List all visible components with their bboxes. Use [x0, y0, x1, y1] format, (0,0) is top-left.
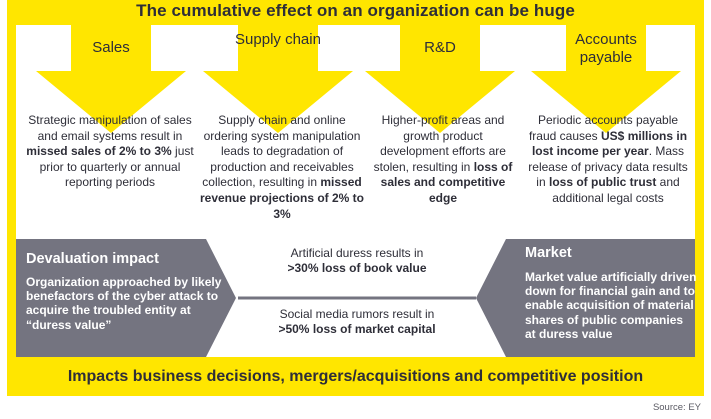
book-value-plain: Artificial duress results in [290, 246, 424, 260]
book-value-bold: >30% loss of book value [287, 261, 427, 275]
column-text-accounts-payable: Periodic accounts payable fraud causes U… [524, 113, 692, 207]
column-heading-accounts-payable: Accounts payable [575, 31, 637, 66]
body-text: . Mass release of privacy data results i… [528, 144, 688, 190]
body-text: Periodic accounts payable fraud causes [528, 113, 679, 143]
content-panel: Sales Supply chain R&D Accounts payable … [16, 25, 697, 357]
devaluation-title: Devaluation impact [26, 251, 159, 267]
arrow-rnd: R&D [365, 25, 515, 135]
emphasis-text: loss of public trust [548, 175, 657, 190]
column-text-sales: Strategic manipulation of sales and emai… [24, 113, 196, 191]
page-title: The cumulative effect on an organization… [136, 1, 575, 20]
body-text: Higher-profit areas and growth product d… [373, 113, 506, 174]
down-arrow-icon [203, 25, 353, 133]
market-capital-bold: >50% loss of market capital [278, 322, 436, 336]
emphasis-text: missed revenue projections of 2% to 3% [199, 175, 365, 221]
body-text: and additional legal costs [552, 175, 680, 205]
down-arrow-icon [365, 25, 515, 133]
market-capital-statement: Social media rumors result in >50% loss … [246, 307, 468, 337]
body-text: just prior to quarterly or annual report… [39, 144, 194, 190]
emphasis-text: US$ millions in lost income per year [531, 128, 688, 159]
column-text-rnd: Higher-profit areas and growth product d… [368, 113, 518, 207]
body-text: Strategic manipulation of sales and emai… [28, 113, 192, 143]
column-heading-supply-chain: Supply chain [235, 31, 321, 48]
infographic-frame: The cumulative effect on an organization… [7, 0, 704, 396]
market-capital-plain: Social media rumors result in [279, 307, 435, 321]
emphasis-text: missed sales of 2% to 3% [26, 144, 172, 159]
emphasis-text: loss of sales and competitive edge [380, 159, 513, 205]
body-text: Supply chain and online ordering system … [202, 113, 361, 190]
market-title: Market [525, 245, 572, 261]
arrow-supply-chain: Supply chain [203, 25, 353, 135]
impact-band-shapes [206, 239, 506, 357]
column-heading-sales: Sales [92, 39, 130, 56]
column-text-supply-chain: Supply chain and online ordering system … [196, 113, 368, 222]
market-text: Market value artificially driven down fo… [525, 270, 697, 341]
down-arrow-icon [531, 25, 681, 133]
devaluation-text: Organization approached by likely benefa… [26, 275, 222, 332]
footer-banner: Impacts business decisions, mergers/acqu… [67, 368, 644, 385]
down-arrow-icon [36, 25, 186, 133]
arrow-accounts-payable: Accounts payable [531, 25, 681, 135]
book-value-statement: Artificial duress results in >30% loss o… [246, 246, 468, 276]
column-heading-rnd: R&D [424, 39, 456, 56]
source-credit: Source: EY [652, 402, 701, 413]
arrow-sales: Sales [36, 25, 186, 135]
